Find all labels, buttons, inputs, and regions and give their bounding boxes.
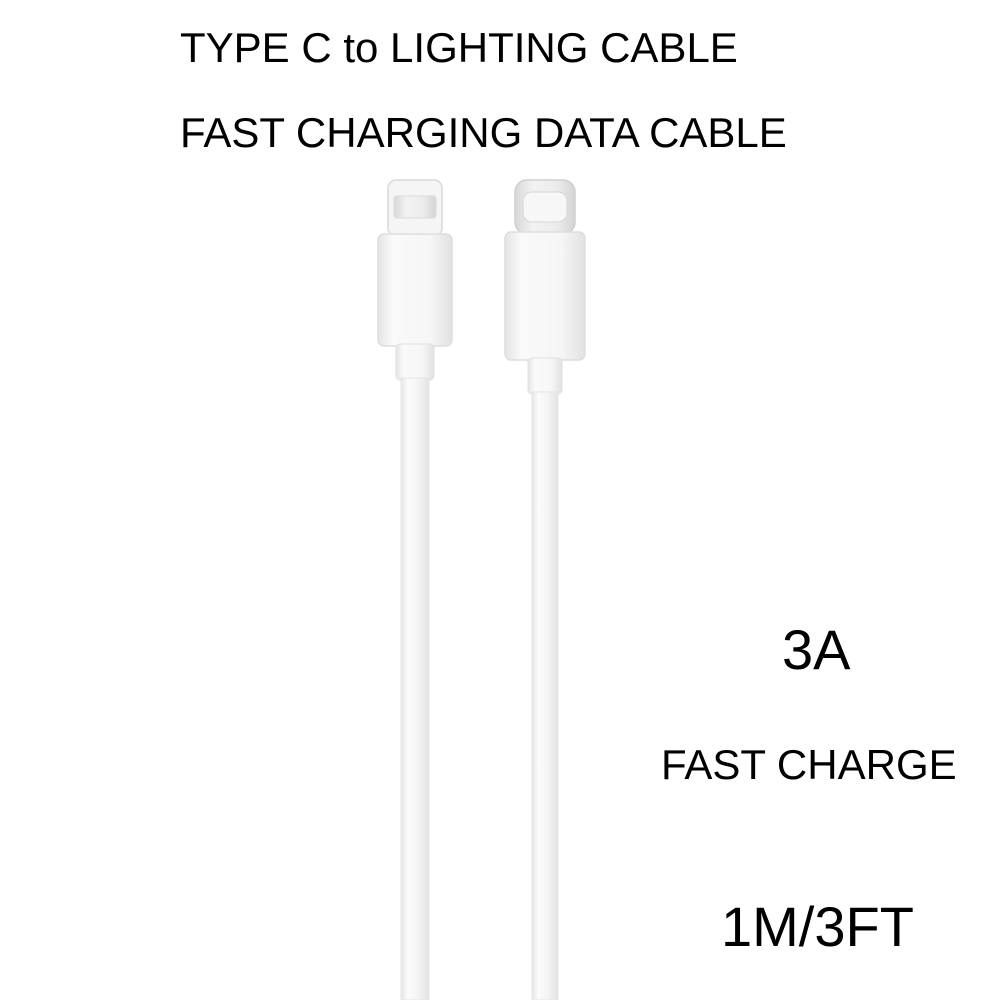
- lightning-connector-icon: [377, 179, 453, 1000]
- current-rating-label: 3A: [782, 618, 851, 681]
- headline-title-line2: FAST CHARGING DATA CABLE: [180, 109, 787, 156]
- usb-c-connector-icon: [504, 179, 586, 1000]
- fast-charge-label: FAST CHARGE: [661, 741, 957, 788]
- headline-title-line1: TYPE C to LIGHTING CABLE: [180, 24, 738, 71]
- cable-length-label: 1M/3FT: [721, 895, 914, 958]
